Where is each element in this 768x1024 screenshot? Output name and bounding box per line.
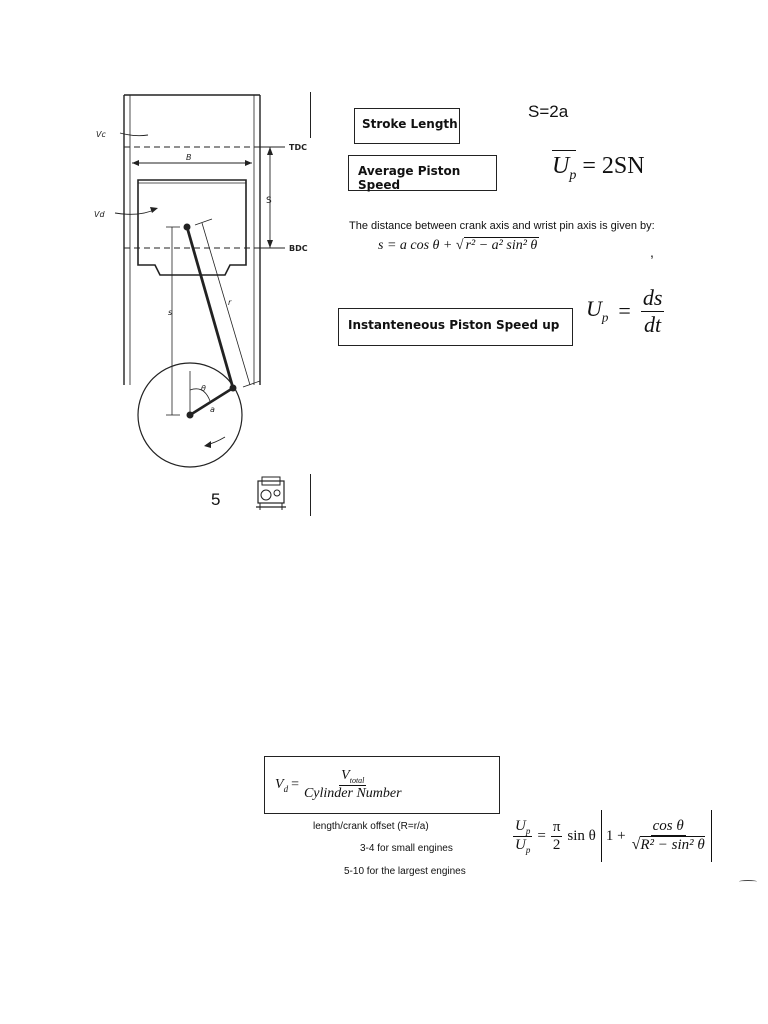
- crank-circle: [137, 362, 243, 468]
- ds-dt-fraction: ds dt: [640, 284, 665, 338]
- cos-denominator: √R² − sin² θ: [631, 836, 705, 853]
- displacement-volume-box: Vd = Vtotal Cylinder Number: [264, 756, 500, 814]
- stroke-formula-lhs: S: [528, 102, 540, 121]
- avg-speed-rhs: = 2SN: [582, 153, 645, 179]
- crank-arm: [189, 386, 234, 417]
- distance-formula: s = a cos θ + √r² − a² sin² θ: [378, 237, 540, 254]
- vd-main: V: [275, 776, 284, 792]
- instantaneous-speed-box: Instanteneous Piston Speed up: [338, 308, 573, 346]
- average-piston-speed-label: Average Piston Speed: [358, 164, 461, 192]
- speed-ratio-numerator: Up: [513, 817, 533, 837]
- theta-label: θ: [201, 384, 206, 393]
- distance-formula-start: s = a cos θ +: [378, 238, 456, 253]
- piston: [137, 179, 247, 276]
- stroke-formula-rhs: =2a: [539, 102, 569, 121]
- speed-ratio-fraction: Up Up: [513, 817, 533, 855]
- stroke-formula: S=2a: [528, 102, 568, 122]
- sqrt-symbol: √: [455, 238, 464, 253]
- large-engines-note: 5-10 for the largest engines: [344, 866, 466, 877]
- position-label: s: [168, 308, 172, 317]
- distance-formula-root: r² − a² sin² θ: [463, 237, 540, 253]
- bore-label: B: [186, 153, 192, 162]
- inst-speed-u: U: [586, 296, 602, 322]
- small-engines-note: 3-4 for small engines: [360, 843, 453, 854]
- volume-numerator: Vtotal: [339, 768, 367, 786]
- dt-denominator: dt: [644, 311, 662, 337]
- crank-label: a: [210, 405, 215, 414]
- sin-theta: sin θ: [567, 827, 596, 844]
- volume-fraction: Vtotal Cylinder Number: [302, 768, 404, 802]
- stroke-length-label: Stroke Length: [362, 117, 458, 131]
- piston-crank-schematic: Vc Vd B TDC BDC S r s θ a: [94, 94, 308, 510]
- divider-bottom: [310, 474, 311, 516]
- vd-equals: =: [291, 777, 299, 792]
- stroke-label: S: [266, 196, 272, 206]
- speed-ratio-equals: =: [537, 827, 546, 844]
- connecting-rod: [185, 226, 235, 389]
- cos-numerator: cos θ: [650, 818, 686, 836]
- inst-speed-sub: p: [601, 309, 609, 325]
- avg-speed-sub: p: [569, 167, 577, 183]
- vd-label: Vd: [94, 210, 105, 219]
- corner-mark: [739, 880, 757, 883]
- engine-thumbnail-icon: [256, 476, 286, 510]
- average-speed-formula: Up = 2SN: [552, 150, 645, 184]
- divider-top: [310, 92, 311, 138]
- inst-speed-equals: =: [618, 298, 631, 323]
- ratio-note: length/crank offset (R=r/a): [313, 821, 429, 832]
- volume-denominator: Cylinder Number: [303, 785, 402, 801]
- displacement-formula: Vd = Vtotal Cylinder Number: [275, 761, 404, 809]
- bdc-label: BDC: [289, 244, 308, 253]
- engine-diagram: Vc Vd B TDC BDC S r s θ a: [80, 85, 320, 520]
- page-number: 5: [211, 490, 221, 509]
- cos-fraction: cos θ √R² − sin² θ: [630, 818, 707, 854]
- distance-trailing-comma: ,: [650, 244, 654, 260]
- avg-speed-u: U: [552, 153, 570, 179]
- distance-sentence: The distance between crank axis and wris…: [349, 220, 655, 232]
- bracket-group: 1 + cos θ √R² − sin² θ: [600, 810, 712, 862]
- conrod-label: r: [228, 298, 232, 307]
- ds-numerator: ds: [640, 284, 665, 312]
- instantaneous-speed-label: Instanteneous Piston Speed up: [348, 318, 560, 332]
- vd-sub: d: [283, 783, 289, 794]
- instantaneous-speed-formula: Up = ds dt: [586, 282, 665, 340]
- tdc-label: TDC: [289, 143, 307, 152]
- one-plus: 1 +: [605, 827, 626, 844]
- pi-over-two: π 2: [550, 818, 563, 853]
- vc-label: Vc: [96, 130, 106, 139]
- stroke-length-box: Stroke Length: [354, 108, 460, 144]
- speed-ratio-denominator: Up: [515, 836, 531, 855]
- average-piston-speed-box: Average Piston Speed: [348, 155, 497, 192]
- speed-ratio-formula: Up Up = π 2 sin θ 1 + cos θ √R² − sin² θ: [513, 806, 712, 866]
